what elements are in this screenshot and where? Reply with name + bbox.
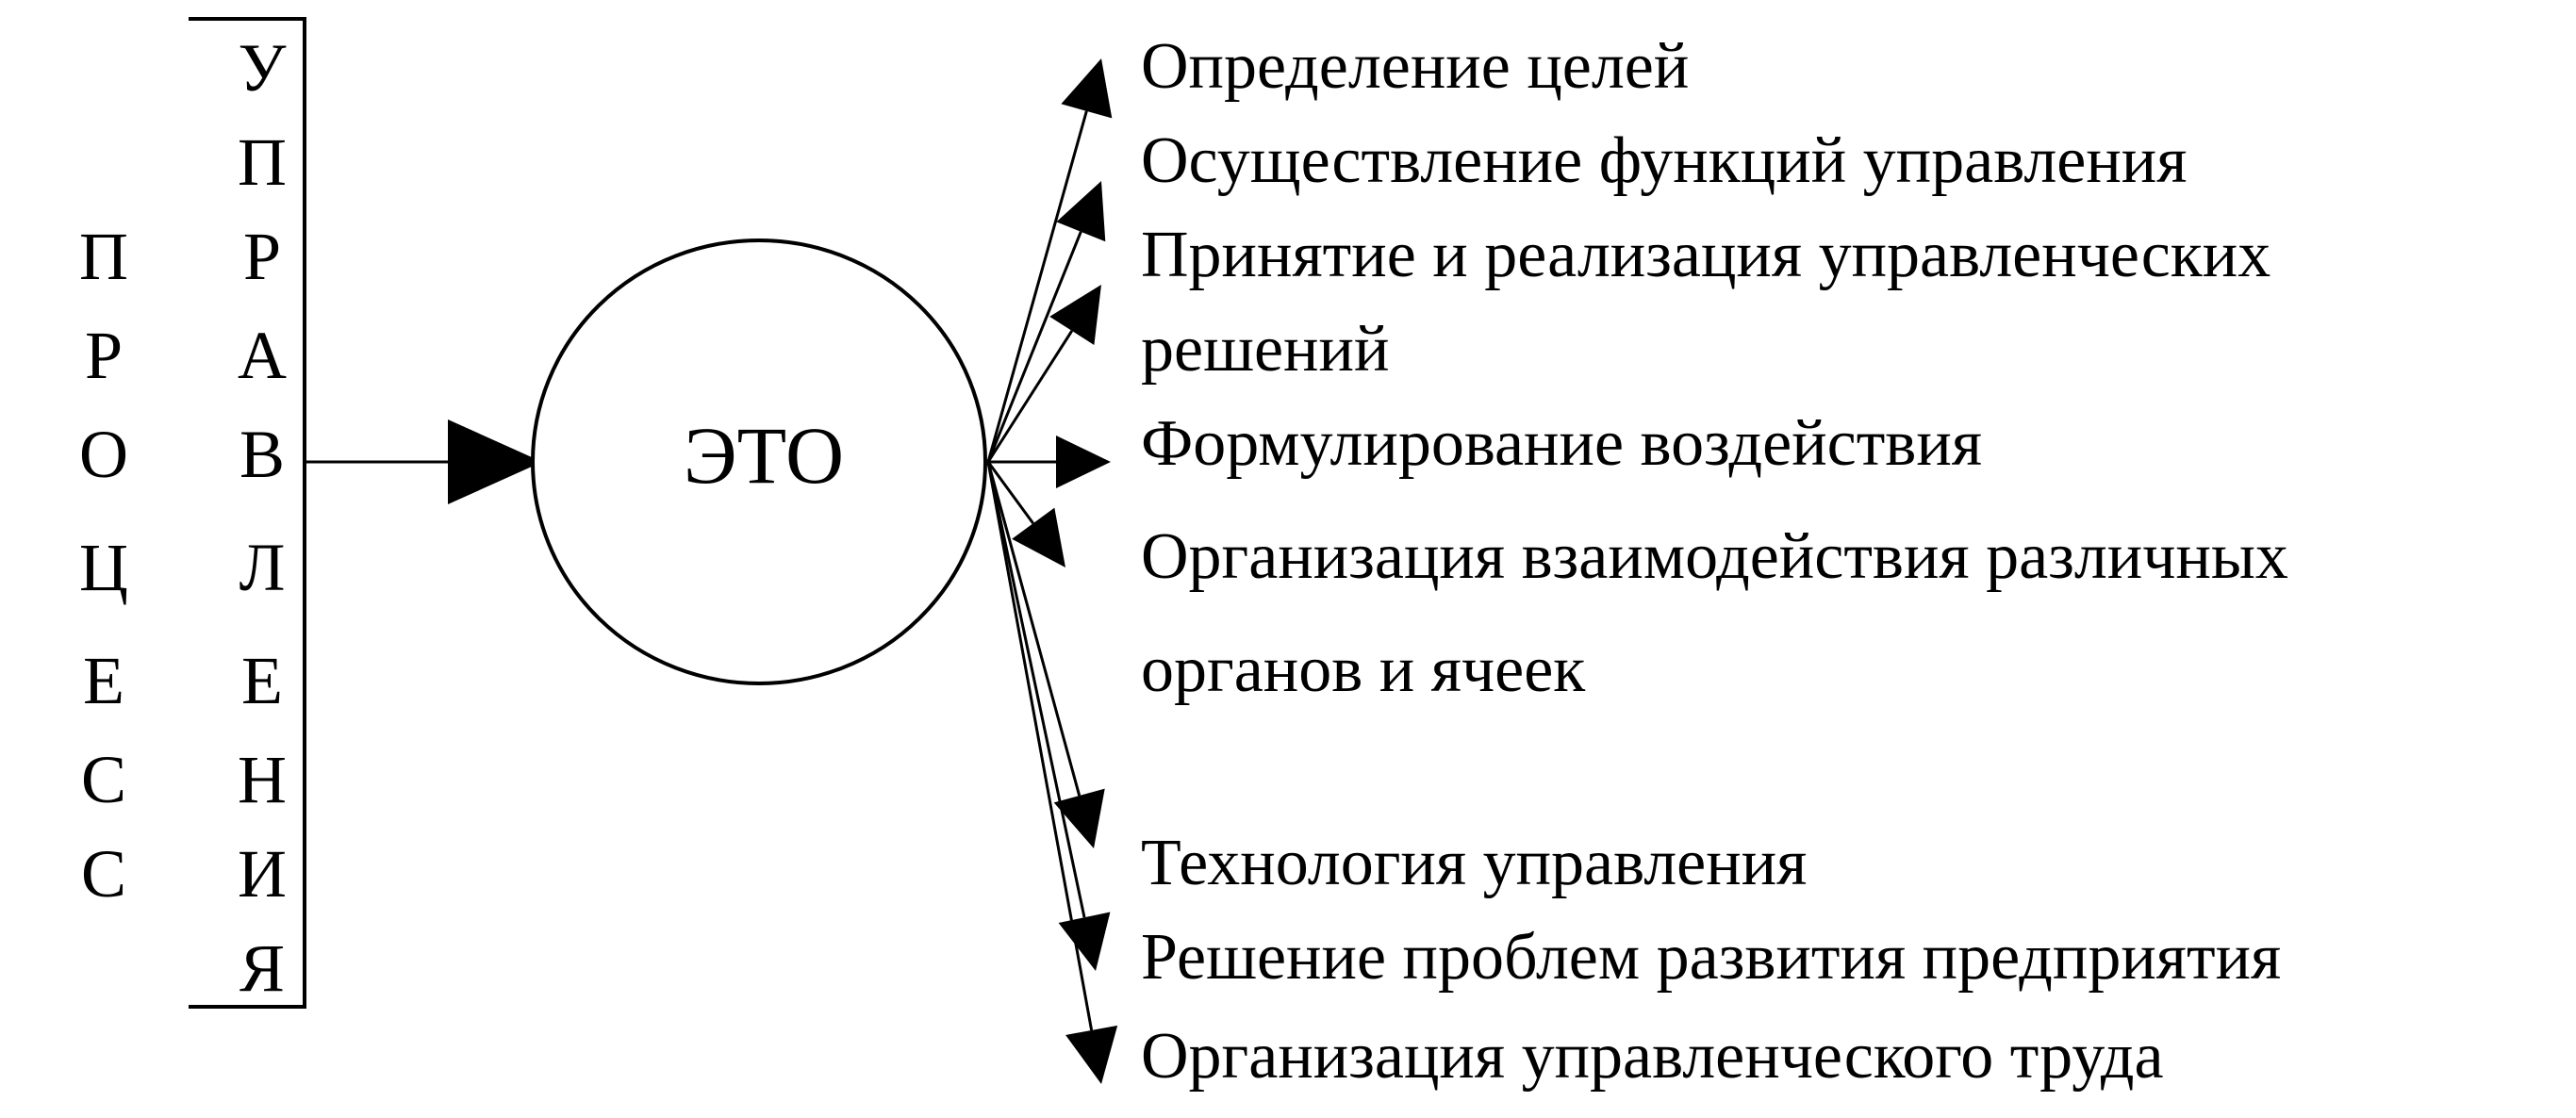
- output-arrow-shaft: [986, 231, 1082, 463]
- process-letter: П: [79, 219, 128, 294]
- process-letter: Е: [83, 643, 124, 718]
- management-letter: П: [238, 124, 287, 200]
- item-line: решений: [1141, 313, 1390, 386]
- output-arrow-shaft: [986, 461, 1086, 918]
- item-line: Технология управления: [1141, 827, 1808, 899]
- output-arrowhead: [1012, 507, 1065, 567]
- output-arrowhead: [1056, 181, 1106, 242]
- management-letter: Л: [239, 530, 286, 605]
- output-arrowhead: [1056, 436, 1111, 488]
- management-letter: Е: [241, 643, 283, 718]
- process-letter: Ц: [79, 530, 128, 605]
- item-line: Осуществление функций управления: [1141, 124, 2188, 197]
- item-line: Определение целей: [1141, 30, 1690, 103]
- process-letter: О: [79, 417, 128, 492]
- management-letter: Я: [239, 930, 286, 1006]
- center-label: ЭТО: [683, 410, 845, 501]
- output-arrowhead: [1065, 1025, 1118, 1084]
- management-letter: А: [238, 318, 287, 393]
- process-letter: Р: [84, 318, 124, 393]
- output-arrowhead: [1061, 58, 1113, 119]
- output-arrow-shaft: [986, 330, 1074, 463]
- output-arrow-shaft: [986, 110, 1088, 463]
- output-arrowhead: [1049, 285, 1101, 345]
- input-arrowhead: [448, 419, 542, 504]
- management-letter: И: [238, 836, 287, 912]
- management-letter: Р: [242, 219, 282, 294]
- management-letter: В: [239, 417, 286, 492]
- item-line: Организация управленческого труда: [1141, 1020, 2164, 1093]
- management-letter: У: [238, 30, 287, 106]
- item-line: Организация взаимодействия различных: [1141, 520, 2288, 593]
- output-arrows: [986, 58, 1118, 1084]
- output-arrow-shaft: [986, 461, 1082, 797]
- center-ellipse: [531, 238, 987, 685]
- management-letter: Н: [238, 742, 287, 817]
- item-line: органов и ячеек: [1141, 633, 1586, 706]
- process-letter: С: [80, 836, 127, 912]
- management-bracket: [189, 17, 306, 1009]
- output-arrow-shaft: [986, 461, 1034, 525]
- item-line: Формулирование воздействия: [1141, 407, 1983, 480]
- output-arrow-shaft: [986, 461, 1094, 1031]
- item-line: Принятие и реализация управленческих: [1141, 219, 2271, 291]
- item-line: Решение проблем развития предприятия: [1141, 921, 2282, 994]
- output-arrowhead: [1058, 912, 1111, 971]
- output-arrowhead: [1053, 788, 1105, 848]
- process-letter: С: [80, 742, 127, 817]
